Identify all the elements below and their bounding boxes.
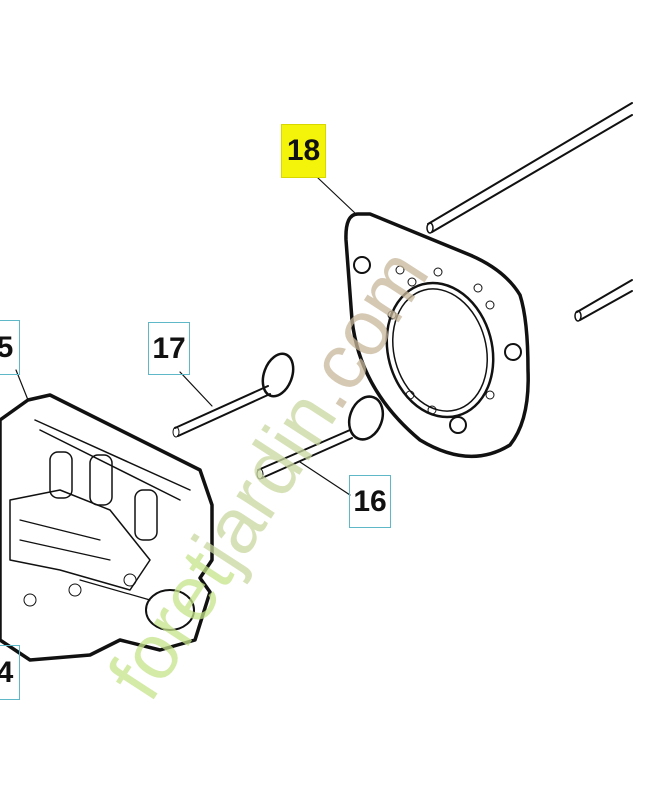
watermark: foretjardin.com <box>90 234 445 715</box>
cylinder-head <box>0 393 214 662</box>
callout-15[interactable]: 5 <box>0 320 20 375</box>
leader-line-18 <box>317 177 357 215</box>
leader-line-15 <box>15 369 29 401</box>
push-rod-lower <box>574 279 633 322</box>
callout-17[interactable]: 17 <box>148 322 190 375</box>
callout-18[interactable]: 18 <box>281 124 326 178</box>
push-rod-upper <box>426 102 633 234</box>
head-gasket <box>344 212 530 459</box>
callout-16[interactable]: 16 <box>349 475 391 528</box>
intake-valve <box>172 352 295 438</box>
callout-14[interactable]: 4 <box>0 645 20 700</box>
exhaust-valve <box>256 395 385 480</box>
svg-text:foretjardin.com: foretjardin.com <box>90 234 445 715</box>
leader-line-16 <box>299 461 351 496</box>
leader-line-17 <box>179 371 213 407</box>
